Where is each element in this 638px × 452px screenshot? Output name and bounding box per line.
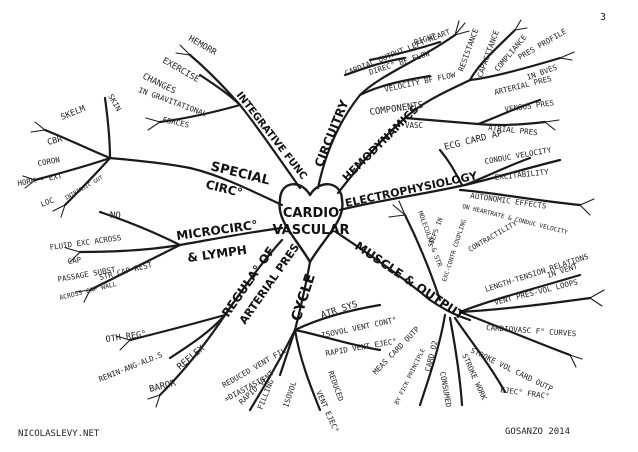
leaf-venous-pres: VENOUS PRES — [504, 98, 555, 114]
leaf-intrinsic-gut: INTRINSIC GUT — [64, 175, 105, 202]
footer-author-year: GOSANZO 2014 — [505, 427, 570, 437]
center-title-line1: CARDIO — [283, 206, 339, 221]
leaf-str-cap-rest: STR CAP REST — [98, 260, 153, 282]
leaf-no: NO — [110, 211, 121, 221]
leaf-across-cap-wall: ACROSS CAP WALL — [59, 280, 118, 302]
leaf-horm-ext: HORM - EXT — [17, 171, 64, 188]
leaf-coron: CORON — [37, 155, 61, 168]
leaf-atr-sys: ATR SYS — [320, 300, 359, 321]
leaf-isovol: ISOVOL — [281, 380, 298, 409]
footer-website: NICOLASLEVY.NET — [18, 429, 100, 439]
branch-circuitry: CIRCUITRY — [312, 98, 352, 169]
leaf-vasc: VASC — [405, 121, 423, 130]
leaf-contractility: CONTRACTILITY — [467, 219, 519, 254]
branch-cycle: CYCLE — [289, 272, 319, 323]
center-title-line2: VASCULAR — [272, 223, 349, 238]
leaf-oth-rego: OTH REG° — [105, 329, 147, 345]
page-number: 3 — [600, 12, 606, 23]
leaf-card-o2: CARD O2 — [423, 340, 439, 373]
leaf-cap: CAP — [67, 255, 82, 266]
leaf-cardiovasc-curves: CARDIOVASC F° CURVES — [486, 323, 577, 338]
leaf-ecg-card-ap: ECG CARD AP — [443, 129, 504, 153]
leaf-velocity-bf: VELOCITY BF FLOW — [384, 70, 457, 94]
leaf-renin: RENIN-ANG-ALD.S — [97, 350, 164, 384]
leaf-reduced: REDUCED — [326, 370, 345, 403]
branch-lymph: & LYMPH — [186, 243, 247, 265]
leaf-reflex: REFLEX — [176, 343, 208, 372]
leaf-skin: SKIN — [106, 93, 123, 113]
branch-lines — [33, 28, 592, 412]
leaf-cbr: CBR — [46, 134, 64, 148]
leaf-arterial-pres: ARTERIAL PRES — [493, 74, 553, 97]
leaf-isovol-vent-cont: ISOVOL VENT CONT° — [321, 315, 398, 340]
leaf-pres-profile: PRES PROFILE — [517, 27, 569, 62]
leaf-exc-contr: EXC-CONTR COUPLING — [441, 218, 468, 282]
leaf-on-heartrate: ON HEARTRATE & CONDUC VELOCITY — [462, 203, 569, 236]
tick-strokes — [22, 19, 605, 408]
leaf-loc: LOC — [39, 195, 55, 208]
leaf-consumed: CONSUMED — [438, 371, 453, 409]
leaf-skelm: SKELM — [59, 104, 86, 123]
leaf-fluid-exc: FLUID EXC ACROSS — [49, 233, 122, 252]
